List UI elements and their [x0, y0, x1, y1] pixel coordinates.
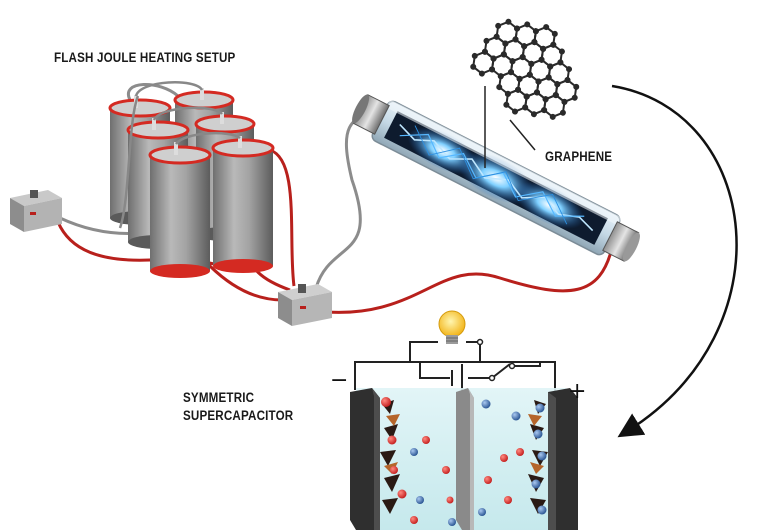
graphene-atom	[493, 33, 500, 40]
supercapacitor-label-line1: SYMMETRIC	[183, 390, 255, 405]
separator	[456, 388, 474, 530]
graphene-atom	[550, 41, 557, 48]
supercapacitor-label-line2: SUPERCAPACITOR	[183, 408, 294, 423]
graphene-atom	[512, 36, 519, 43]
graphene-atom	[532, 28, 539, 35]
graphene-atom	[470, 63, 477, 70]
graphene-atom	[538, 56, 545, 63]
switch-box-center	[278, 284, 332, 326]
graphene-atom	[496, 84, 503, 91]
graphene-atom	[551, 30, 558, 37]
graphene-atom	[519, 54, 526, 61]
switch-lever	[491, 363, 511, 379]
graphene-atom	[571, 94, 578, 101]
graphene-atom	[543, 24, 550, 31]
red-wire-tube	[325, 247, 614, 314]
graphene-pointer-right	[509, 119, 536, 151]
gray-wire-switch	[126, 83, 179, 101]
graphene-atom	[557, 59, 564, 66]
graphene-atom	[530, 111, 537, 118]
graphene-atom	[500, 51, 507, 58]
graphene-atom	[547, 63, 554, 70]
ions	[381, 397, 547, 526]
graphene-atom	[504, 90, 511, 97]
graphene-atom	[573, 83, 580, 90]
graphene-atom	[490, 55, 497, 62]
graphene-atom	[531, 39, 538, 46]
graphene-atom	[526, 71, 533, 78]
graphene-atom	[561, 98, 568, 105]
graphene-atom	[545, 74, 552, 81]
graphene-atom	[559, 109, 566, 116]
graphene-atom	[549, 113, 556, 120]
graphene-atom	[523, 93, 530, 100]
graphene-atom	[505, 18, 512, 25]
graphene-atom	[509, 58, 516, 65]
graphene-lattice	[470, 18, 580, 120]
graphene-atom	[514, 25, 521, 32]
graphene-atom	[540, 45, 547, 52]
graphene-atom	[497, 73, 504, 80]
graphene-atom	[533, 89, 540, 96]
capacitor-front-left	[148, 142, 212, 278]
graphene-atom	[483, 37, 490, 44]
graphene-atom	[558, 48, 565, 55]
active-material-left	[380, 400, 400, 514]
supercapacitor	[350, 310, 578, 530]
setup-title: FLASH JOULE HEATING SETUP	[54, 50, 236, 65]
graphene-atom	[478, 70, 485, 77]
graphene-atom	[489, 66, 496, 73]
graphene-atom	[522, 104, 529, 111]
graphene-atom	[541, 107, 548, 114]
negative-terminal-sign: −	[330, 368, 349, 393]
graphene-atom	[507, 69, 514, 76]
graphene-atom	[516, 75, 523, 82]
graphene-atom	[471, 52, 478, 59]
light-bulb-icon	[438, 310, 466, 344]
graphene-atom	[503, 101, 510, 108]
switch-box-left	[10, 190, 62, 232]
graphene-atom	[515, 86, 522, 93]
battery-icon	[451, 364, 463, 392]
tube-end-left	[352, 94, 390, 135]
positive-terminal-sign: +	[568, 379, 587, 404]
curved-arrow	[611, 84, 738, 438]
graphene-atom	[528, 60, 535, 67]
graphene-atom	[481, 48, 488, 55]
graphene-atom	[521, 43, 528, 50]
capacitor-bank	[108, 81, 275, 278]
graphene-atom	[552, 92, 559, 99]
quartz-tube	[352, 94, 640, 262]
red-wire-lower	[269, 148, 296, 287]
graphene-atom	[512, 108, 519, 115]
graphene-atom	[542, 96, 549, 103]
graphene-atom	[524, 21, 531, 28]
electrode-left	[350, 388, 380, 530]
graphene-atom	[495, 22, 502, 29]
graphene-atom	[566, 66, 573, 73]
circuit-wires	[354, 341, 556, 392]
graphene-atom	[535, 78, 542, 85]
graphene-label: GRAPHENE	[545, 149, 613, 164]
tube-end-right	[602, 221, 640, 262]
supercapacitor-label: SYMMETRIC SUPERCAPACITOR	[183, 389, 293, 425]
graphene-atom	[564, 77, 571, 84]
graphene-atom	[502, 40, 509, 47]
capacitor-front-right	[211, 136, 275, 273]
graphene-atom	[554, 81, 561, 88]
